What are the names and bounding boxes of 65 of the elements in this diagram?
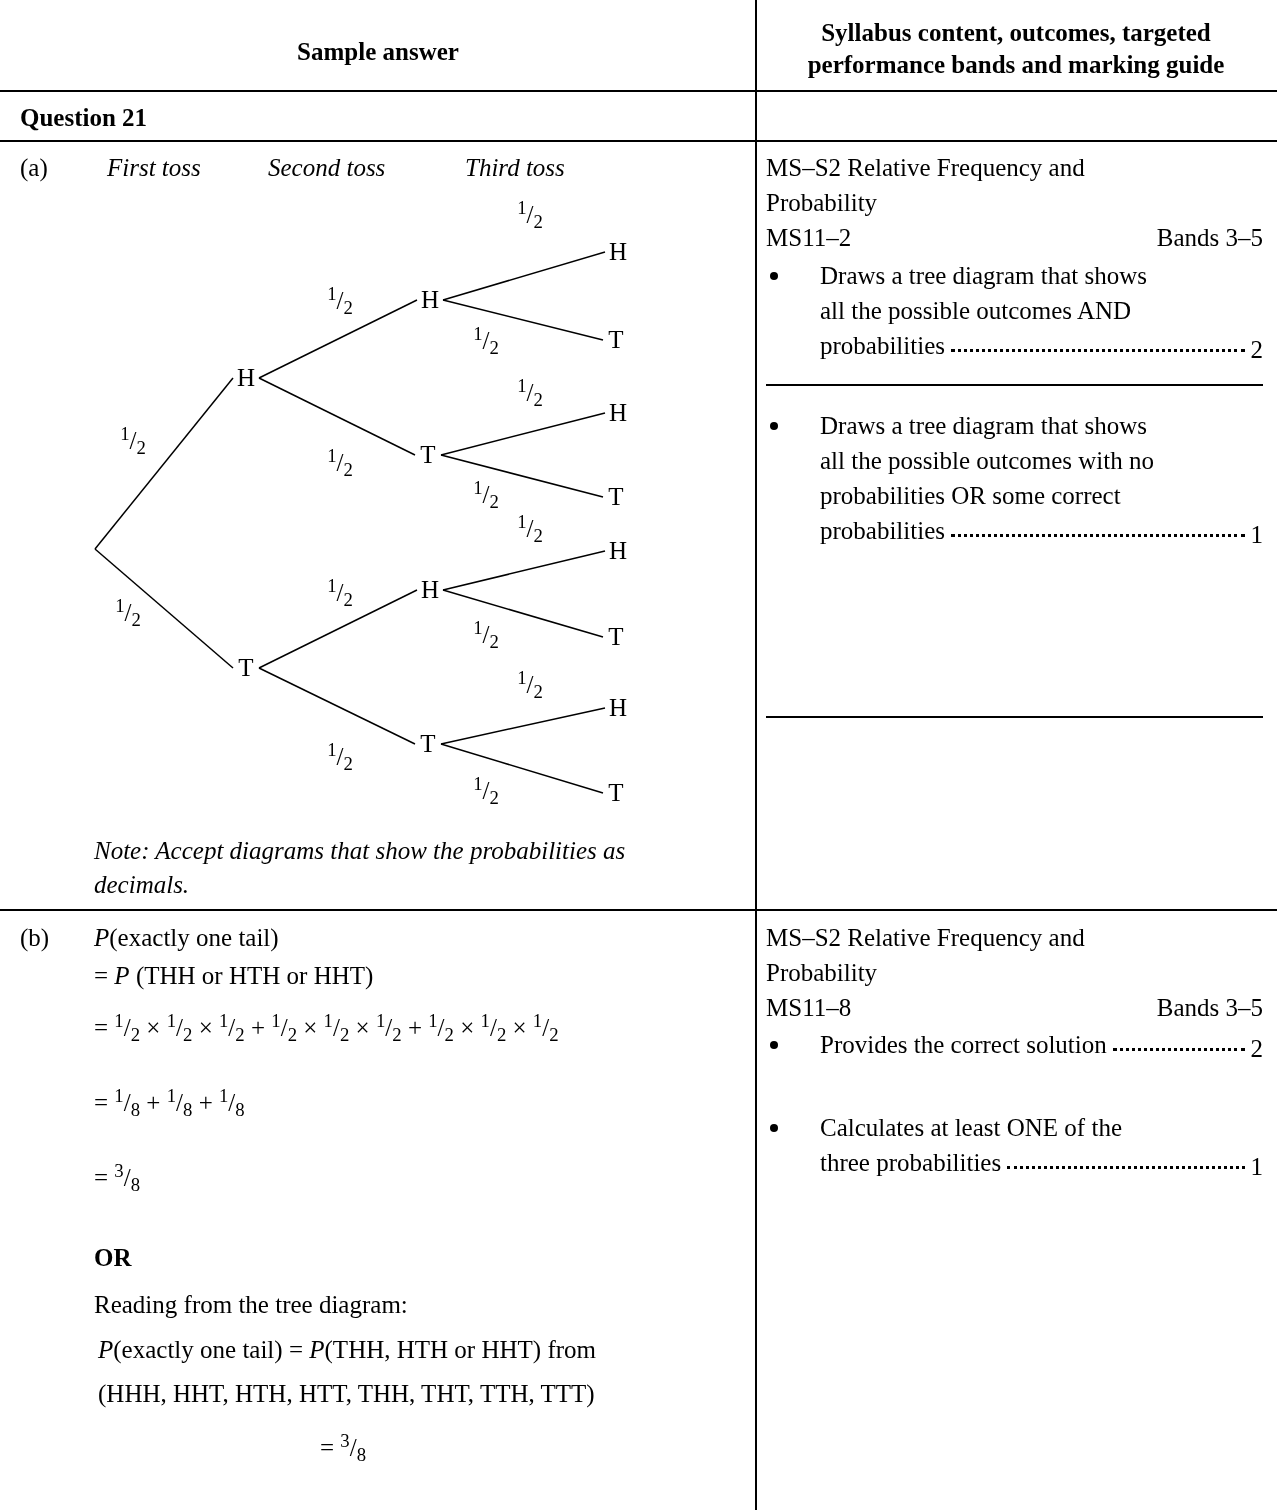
- outcome-label: H: [605, 237, 631, 267]
- dot-leader: [1007, 1166, 1245, 1169]
- marking-criterion: Draws a tree diagram that shows all the possible outcomes AND probabilities: [820, 262, 1147, 359]
- mark-value: 1: [1250, 517, 1263, 552]
- outcome-label: T: [603, 622, 629, 652]
- math-expression: = $^{1}$/$_{2}$ × $^{1}$/$_{2}$ × $^{1}$/$_{2}$ + $^{1}$/$_{2}$ × $^{1}$/$_{2}$ × $^{1}$/$_{2}$ + $^{1}$/$_{2}$ × $^{1}$/$_{2}$ × $^{1}$/$_{2}$: [94, 1010, 559, 1045]
- dot-leader: [951, 349, 1245, 352]
- tree-branch: [94, 377, 234, 550]
- tree-branch: [440, 454, 604, 498]
- tree-branch: [440, 743, 604, 794]
- tree-branch: [258, 377, 416, 456]
- math-expression: = P (THH or HTH or HHT): [94, 961, 374, 992]
- or-heading: OR: [94, 1243, 132, 1273]
- math-expression: P(exactly one tail): [94, 923, 279, 954]
- marking-criterion: Calculates at least ONE of the three probabilities: [820, 1114, 1122, 1176]
- syllabus-topic: MS–S2 Relative Frequency and Probability: [766, 923, 1086, 988]
- math-expression: = $^{3}$/$_{8}$: [94, 1160, 141, 1195]
- outcome-label: T: [415, 440, 441, 470]
- column-caption: First toss: [107, 153, 201, 183]
- mark-value: 1: [1250, 1149, 1263, 1184]
- outcome-label: H: [605, 398, 631, 428]
- tree-branch: [94, 548, 234, 669]
- column-heading: Sample answer: [296, 37, 460, 67]
- outcome-code: MS11–8: [766, 993, 852, 1023]
- math-expression: (HHH, HHT, HTH, HTT, THH, THT, TTH, TTT): [98, 1379, 595, 1410]
- syllabus-topic: MS–S2 Relative Frequency and Probability: [766, 153, 1086, 218]
- tree-branch: [442, 589, 604, 638]
- dot-leader: [1112, 1048, 1245, 1051]
- part-label: (a): [20, 153, 48, 184]
- tree-branch: [258, 589, 418, 669]
- outcome-label: H: [417, 575, 443, 605]
- outcome-label: T: [603, 325, 629, 355]
- tree-branch: [440, 412, 606, 456]
- tree-branch: [258, 667, 416, 745]
- bands-text: Bands 3–5: [1156, 223, 1263, 253]
- column-heading: Syllabus content, outcomes, targeted performance bands and marking guide: [806, 18, 1226, 80]
- mark-value: 2: [1250, 332, 1263, 367]
- outcome-label: T: [603, 778, 629, 808]
- outcome-code: MS11–2: [766, 223, 852, 253]
- mark-value: 2: [1250, 1031, 1263, 1066]
- marking-criterion: Draws a tree diagram that shows all the possible outcomes with no probabilities OR some correct probabilities: [820, 412, 1154, 544]
- outcome-label: T: [603, 482, 629, 512]
- math-expression: = $^{1}$/$_{8}$ + $^{1}$/$_{8}$ + $^{1}$/$_{8}$: [94, 1085, 245, 1120]
- column-caption: Third toss: [465, 153, 565, 183]
- column-caption: Second toss: [268, 153, 386, 183]
- question-heading: Question 21: [20, 103, 148, 133]
- tree-branch: [442, 550, 606, 591]
- outcome-label: T: [233, 653, 259, 683]
- math-expression: = $^{3}$/$_{8}$: [320, 1430, 367, 1465]
- tree-branch: [442, 251, 606, 301]
- part-label: (b): [20, 923, 50, 954]
- note-text: Note: Accept diagrams that show the probabilities as decimals.: [94, 836, 627, 900]
- tree-branch: [440, 707, 606, 745]
- tree-branch: [442, 299, 604, 341]
- outcome-label: H: [233, 363, 259, 393]
- marking-criterion: Provides the correct solution: [820, 1031, 1107, 1058]
- outcome-label: H: [605, 536, 631, 566]
- body-text: Reading from the tree diagram:: [94, 1290, 408, 1320]
- dot-leader: [951, 534, 1245, 537]
- tree-branch: [258, 299, 418, 379]
- math-expression: P(exactly one tail) = P(THH, HTH or HHT) from: [98, 1335, 596, 1366]
- outcome-label: T: [415, 729, 441, 759]
- outcome-label: H: [605, 693, 631, 723]
- outcome-label: H: [417, 285, 443, 315]
- bands-text: Bands 3–5: [1156, 993, 1263, 1023]
